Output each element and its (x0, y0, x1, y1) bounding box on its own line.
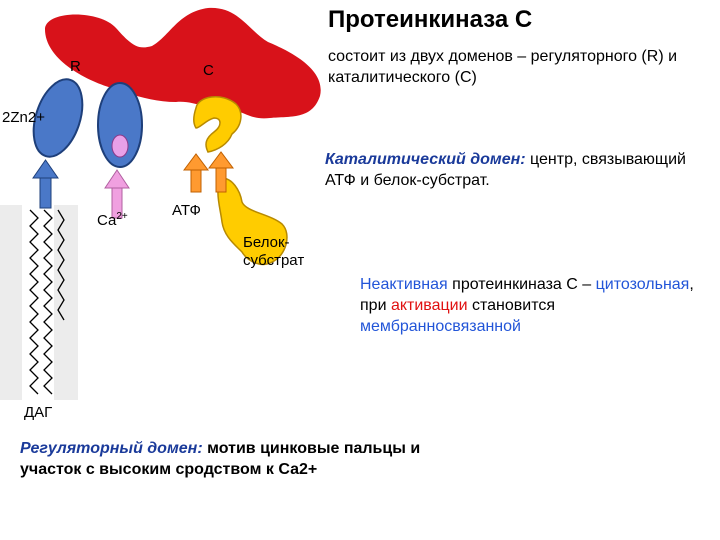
calcium-site (111, 134, 129, 158)
regulatory-heading: Регуляторный домен: (20, 440, 203, 457)
catalytic-heading: Каталитический домен: (325, 151, 526, 168)
lipid-tail (29, 209, 39, 395)
calcium-arrow (104, 169, 130, 219)
catalytic-domain-yellow (192, 96, 242, 153)
cytosolic-word: цитозольная (595, 276, 690, 293)
label-dag: ДАГ (24, 404, 53, 421)
label-substrate: Белок-субстрат (243, 234, 305, 269)
enzyme-body (44, 7, 321, 119)
description-text: состоит из двух доменов – регуляторного … (328, 48, 678, 86)
inactive-text-4: , при (360, 276, 694, 314)
label-c: С (203, 62, 214, 79)
lipid-tail (57, 209, 65, 321)
membrane-bound-word: мембранносвязанной (360, 318, 521, 335)
label-atp: АТФ (172, 202, 201, 219)
label-zinc: 2Zn2+ (2, 109, 45, 126)
lipid-tail (43, 209, 53, 395)
catalytic-domain-text: Каталитический домен: центр, связывающий… (325, 149, 705, 191)
inactive-text-2: протеинкиназа С – (447, 276, 596, 293)
inactive-word: Неактивная (360, 276, 448, 293)
label-calcium-text: Са (97, 212, 117, 229)
catalytic-body: центр, связывающий АТФ и белок-субстрат. (325, 151, 686, 189)
activation-word: активации (390, 297, 468, 314)
inactive-kinase-text: Неактивная протеинкиназа С – цитозольная… (360, 274, 700, 337)
protein-substrate (217, 177, 288, 266)
label-r: R (70, 58, 81, 75)
regulatory-body: мотив цинковые пальцы и участок с высоки… (20, 440, 421, 478)
label-calcium-charge: 2+ (116, 211, 128, 222)
regulatory-domain-text: Регуляторный домен: мотив цинковые пальц… (20, 438, 440, 480)
page-title: Протеинкиназа С (328, 6, 533, 33)
label-calcium: Са2+ (97, 211, 128, 229)
regulatory-domain-blue (32, 78, 84, 158)
atp-arrow-left (183, 153, 209, 193)
atp-arrow-right (208, 151, 234, 193)
membrane (0, 205, 78, 400)
calcium-binding-domain (97, 82, 143, 168)
dag-arrow (32, 159, 59, 209)
inactive-text-6: становится (467, 297, 556, 314)
